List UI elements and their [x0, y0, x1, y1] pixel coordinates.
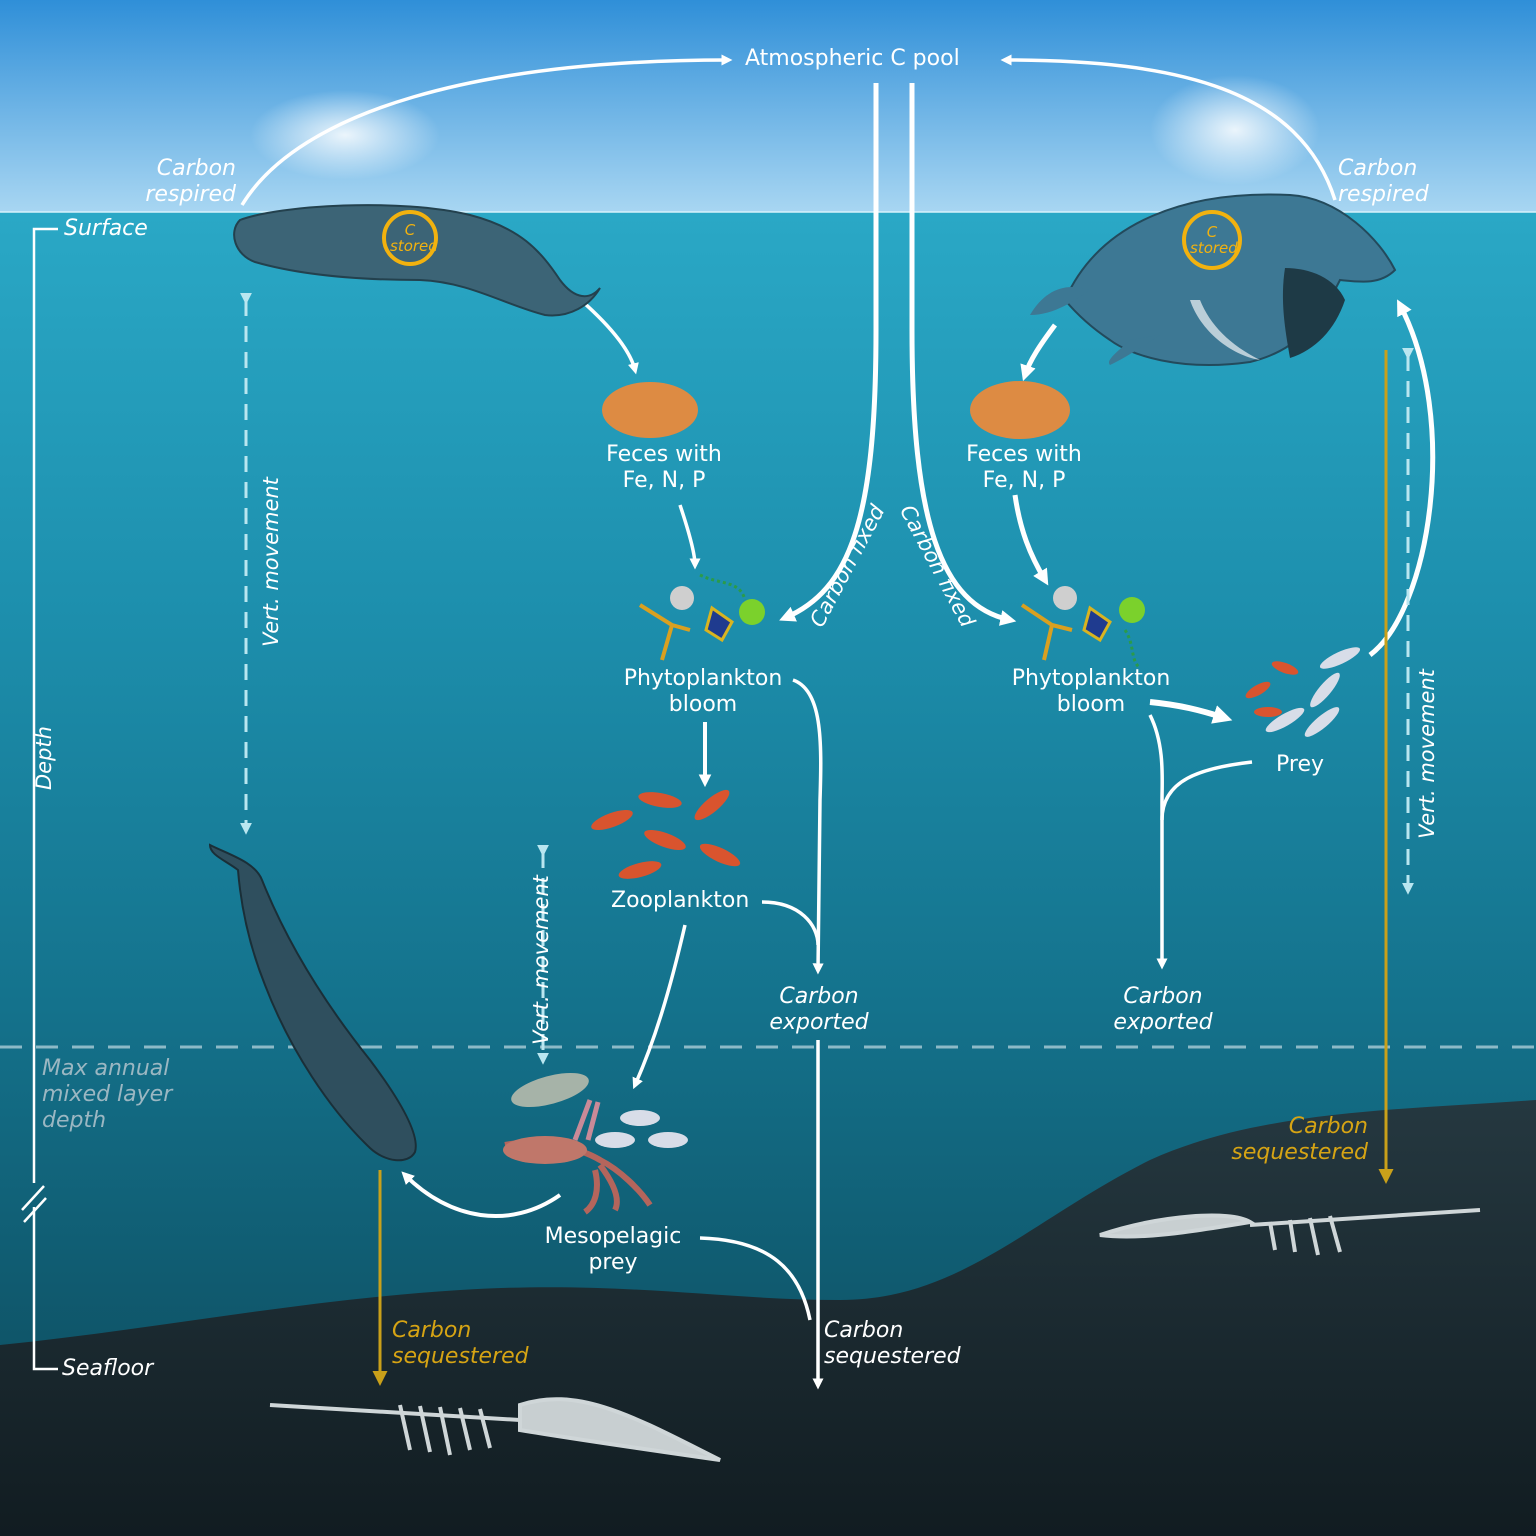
- mesopelagic-to-whale-arrow: [401, 1171, 562, 1218]
- right-c-stored-ring-icon: [1182, 210, 1242, 270]
- diving-sperm-whale-icon: [208, 843, 417, 1162]
- right-phyto-to-export-arrow: [1148, 714, 1168, 970]
- right-whale-skeleton-icon: [1099, 1208, 1481, 1256]
- left-carbon-fixed-arrow: [779, 83, 879, 622]
- zooplankton-icon: [591, 789, 741, 879]
- humpback-whale-icon: [1030, 193, 1397, 366]
- middle-carbon-sequestered-label: Carbon sequestered: [824, 1318, 961, 1369]
- left-carbon-exported-label: Carbon exported: [769, 984, 869, 1035]
- prey-label: Prey: [1276, 752, 1324, 777]
- mesopelagic-prey-icon: [503, 1072, 688, 1215]
- middle-vert-movement-label: Vert. movement: [528, 875, 553, 1045]
- right-spray: [1150, 75, 1320, 185]
- left-c-stored-label: C stored: [390, 221, 438, 255]
- depth-label: Depth: [31, 726, 56, 790]
- phyto-to-export-arrow: [792, 678, 824, 975]
- zoo-to-mesopelagic-arrow: [632, 924, 687, 1090]
- right-carbon-respired-label: Carbon respired: [1338, 156, 1429, 207]
- right-feces-label: Feces with Fe, N, P: [966, 442, 1082, 493]
- prey-icon: [1245, 647, 1361, 737]
- prey-to-whale-arrow: [1368, 299, 1436, 657]
- max-mixed-layer-label: Max annual mixed layer depth: [42, 1056, 173, 1133]
- left-vert-movement-label: Vert. movement: [258, 477, 283, 647]
- right-respired-arrow: [1000, 54, 1337, 201]
- right-c-stored-label: C stored: [1190, 223, 1238, 257]
- right-phytoplankton-label: Phytoplankton bloom: [1011, 666, 1171, 717]
- mesopelagic-to-sequestered-arrow: [699, 1236, 812, 1321]
- seafloor-terrain: [0, 1100, 1536, 1536]
- left-feces-cloud-icon: [602, 382, 698, 438]
- right-feces-to-phyto-arrow: [1012, 494, 1049, 586]
- surface-label: Surface: [64, 216, 148, 241]
- left-spray: [250, 90, 440, 180]
- left-feces-label: Feces with Fe, N, P: [606, 442, 722, 493]
- mesopelagic-prey-label: Mesopelagic prey: [544, 1224, 682, 1275]
- phyto-to-prey-arrow: [1149, 699, 1233, 724]
- left-whale-skeleton-icon: [269, 1397, 721, 1462]
- zoo-to-export-arrow: [761, 900, 820, 946]
- right-feces-cloud-icon: [970, 381, 1070, 439]
- seafloor-label: Seafloor: [62, 1356, 154, 1381]
- left-phytoplankton-label: Phytoplankton bloom: [623, 666, 783, 717]
- left-carbon-sequestered-label: Carbon sequestered: [392, 1318, 529, 1369]
- right-phytoplankton-icon: [1020, 586, 1145, 670]
- right-whale-to-feces-arrow: [1020, 323, 1058, 382]
- right-vert-movement-label: Vert. movement: [1414, 669, 1439, 839]
- depth-bracket: [21, 227, 58, 1371]
- atmospheric-pool-label: Atmospheric C pool: [745, 46, 960, 71]
- sperm-whale-icon: [233, 204, 601, 317]
- right-carbon-sequestered-label: Carbon sequestered: [1231, 1114, 1368, 1165]
- left-feces-to-phyto-arrow: [678, 504, 701, 570]
- right-carbon-exported-label: Carbon exported: [1113, 984, 1213, 1035]
- right-carbon-fixed-arrow: [909, 83, 1017, 626]
- zooplankton-label: Zooplankton: [611, 888, 750, 913]
- prey-to-export-arrow: [1160, 760, 1253, 821]
- left-carbon-respired-label: Carbon respired: [145, 156, 236, 207]
- left-respired-arrow: [240, 54, 733, 206]
- left-c-stored-ring-icon: [382, 210, 438, 266]
- left-phytoplankton-icon: [638, 573, 765, 661]
